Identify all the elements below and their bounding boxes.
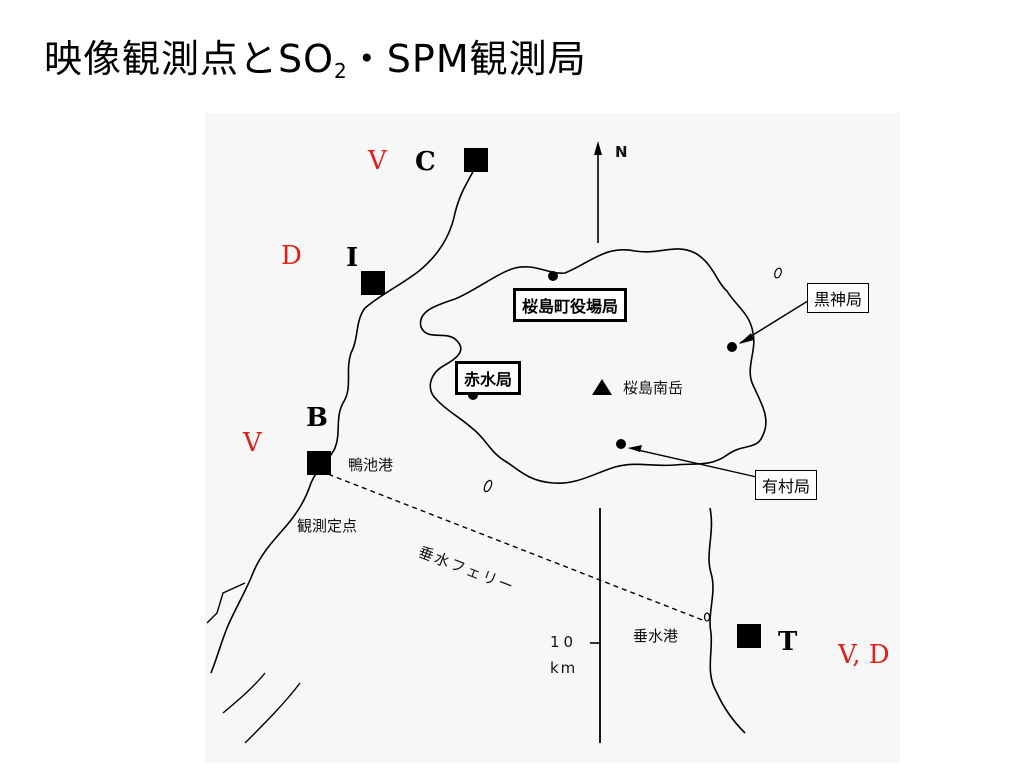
title-suffix: ・SPM観測局 xyxy=(347,37,587,81)
title-prefix: 映像観測点とSO xyxy=(44,37,335,81)
sakurajima-town-dot xyxy=(548,271,558,281)
site-t-marker xyxy=(737,624,761,648)
site-b-marker xyxy=(307,451,331,475)
western-coastline xyxy=(210,167,476,674)
site-i-letter: I xyxy=(346,243,359,273)
site-t-code: V, D xyxy=(838,640,890,670)
station-kurokami: 黒神局 xyxy=(807,283,870,313)
southwest-shore-detail xyxy=(222,672,266,714)
western-shore-detail xyxy=(206,582,246,624)
map-lines xyxy=(206,141,812,744)
observation-point-label: 観測定点 xyxy=(297,517,358,535)
site-t-letter: T xyxy=(778,627,798,657)
peak-label: 桜島南岳 xyxy=(623,379,684,397)
slide-title: 映像観測点とSO2・SPM観測局 xyxy=(44,28,587,83)
site-c-marker xyxy=(464,148,488,172)
islet-tarumizu xyxy=(703,612,711,622)
arimura-pointer xyxy=(628,447,762,479)
site-i-marker xyxy=(361,271,385,295)
kurokami-dot xyxy=(727,342,737,352)
north-arrow-head xyxy=(594,141,602,155)
port-tarumizu-label: 垂水港 xyxy=(633,627,679,645)
islet-bay xyxy=(483,479,493,493)
islet-east xyxy=(774,267,782,279)
site-c-code: V xyxy=(368,146,387,176)
kurokami-arrowhead xyxy=(739,333,754,344)
arimura-arrowhead xyxy=(628,445,642,452)
ferry-route xyxy=(319,470,706,622)
station-sakurajima-town: 桜島町役場局 xyxy=(513,288,628,322)
arimura-dot xyxy=(616,439,626,449)
site-c-letter: C xyxy=(415,147,436,177)
eastern-coastline xyxy=(708,507,746,734)
north-label: N xyxy=(615,143,628,161)
south-shore-detail xyxy=(244,682,301,744)
station-akamizu: 赤水局 xyxy=(455,361,522,395)
title-subscript: 2 xyxy=(334,59,348,83)
scale-unit: km xyxy=(550,659,578,677)
peak-triangle-icon xyxy=(592,379,612,395)
scale-value: 10 xyxy=(550,633,578,651)
site-i-code: D xyxy=(281,241,302,271)
port-kamoike-label: 鴨池港 xyxy=(348,456,394,474)
sakurajima-coastline xyxy=(419,248,767,484)
station-arimura: 有村局 xyxy=(755,470,818,500)
map-panel: N 10 km 桜島町役場局 赤水局 黒神局 有村局 桜島南岳 鴨池港 観測定点… xyxy=(205,113,900,763)
site-b-letter: B xyxy=(306,403,328,433)
akamizu-dot xyxy=(468,390,478,400)
site-b-code: V xyxy=(243,428,262,458)
